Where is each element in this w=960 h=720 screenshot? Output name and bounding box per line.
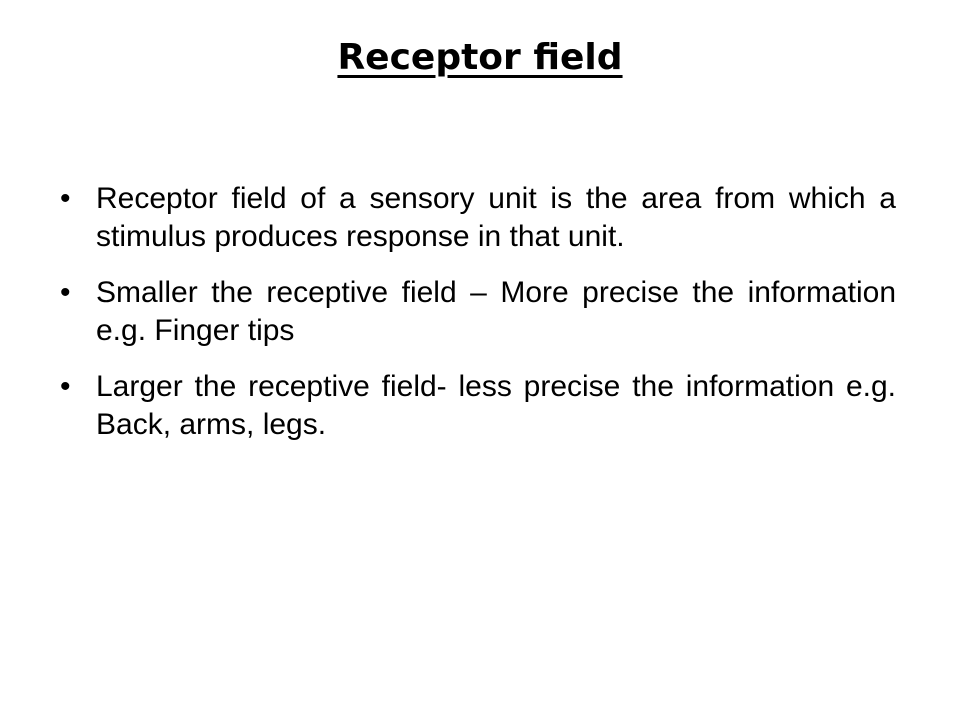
bullet-text: Smaller the receptive field – More preci… — [96, 276, 896, 347]
bullet-item: • Receptor field of a sensory unit is th… — [60, 180, 896, 256]
bullet-icon: • — [60, 276, 71, 309]
bullet-list: • Receptor field of a sensory unit is th… — [60, 180, 896, 462]
bullet-item: • Larger the receptive field- less preci… — [60, 368, 896, 444]
bullet-text: Receptor field of a sensory unit is the … — [96, 182, 896, 253]
bullet-text: Larger the receptive field- less precise… — [96, 370, 896, 441]
bullet-item: • Smaller the receptive field – More pre… — [60, 274, 896, 350]
slide-title: Receptor field — [337, 37, 623, 78]
bullet-icon: • — [60, 182, 71, 215]
bullet-icon: • — [60, 370, 71, 403]
